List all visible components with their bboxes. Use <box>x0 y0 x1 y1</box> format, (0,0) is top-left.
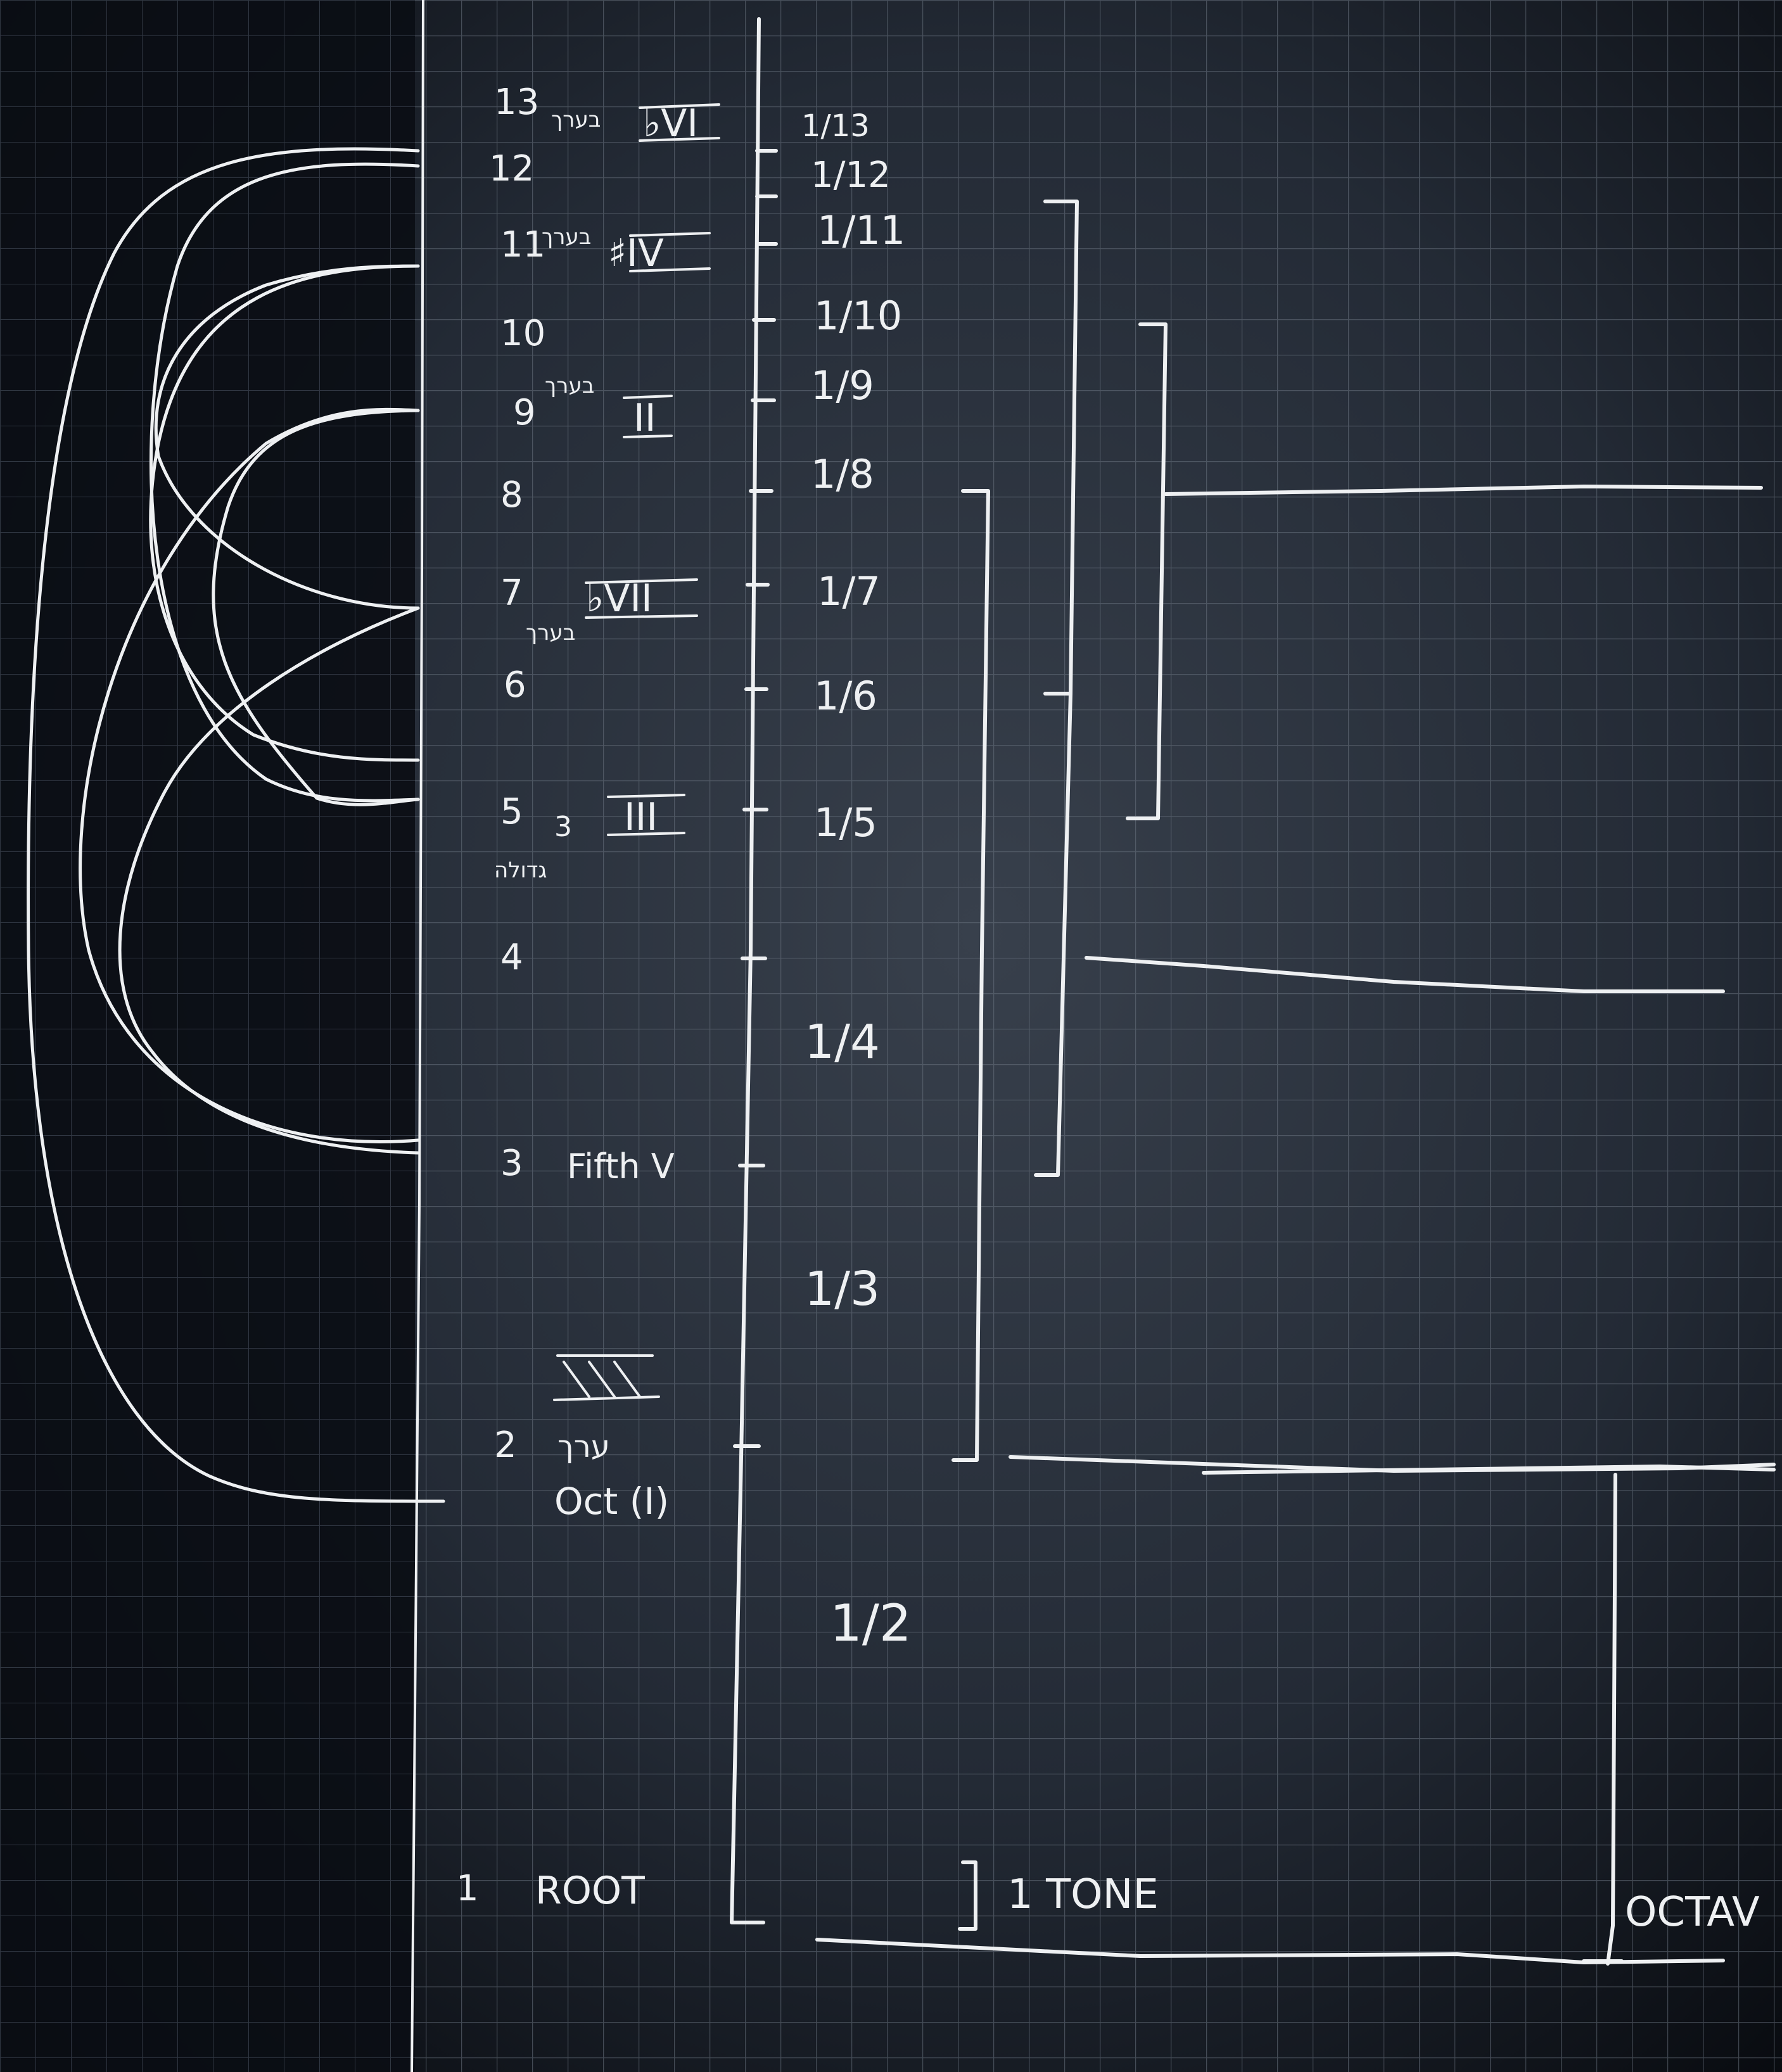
fifth-label: Fifth V <box>567 1147 675 1186</box>
roman-label-bars <box>553 103 720 1401</box>
harmonic-number-7: 7 <box>500 573 523 614</box>
harmonic-number-8: 8 <box>500 474 523 516</box>
harmonic-number-11: 11 <box>500 224 545 265</box>
roman-sharp-iv: ♯IV <box>608 231 664 276</box>
harmonic-number-12: 12 <box>489 148 534 189</box>
main-ruler <box>730 17 765 1924</box>
roman-iii: III <box>624 795 658 839</box>
harmonic-numbers: 13 12 11 10 9 8 7 6 5 4 3 2 1 <box>456 82 545 1909</box>
ruler-ticks <box>733 149 778 1448</box>
board-grid <box>415 0 1782 2072</box>
hebrew-note-5: גדולה <box>494 858 547 883</box>
hebrew-note-11: בערך <box>542 224 591 250</box>
hebrew-annotations: בערך בערך בערך בערך גדולה 3 ערך <box>494 107 610 1465</box>
fraction-1-12: 1/12 <box>811 155 891 196</box>
fraction-1-6: 1/6 <box>814 673 877 719</box>
harmonic-number-13: 13 <box>494 82 539 123</box>
harmonic-number-6: 6 <box>504 664 526 706</box>
hebrew-note-9: בערך <box>545 373 594 398</box>
octave-short-label: Oct (I) <box>554 1480 669 1523</box>
harmonic-number-5: 5 <box>500 791 523 832</box>
roman-ii: II <box>633 396 656 440</box>
fraction-1-9: 1/9 <box>811 362 874 409</box>
hebrew-note-13: בערך <box>551 107 601 132</box>
fraction-1-4: 1/4 <box>805 1015 880 1069</box>
roman-labels: ♭VI ♯IV II ♭VII III Fifth V Oct (I) ROOT <box>535 101 698 1913</box>
root-label: ROOT <box>535 1869 645 1913</box>
third-marker: 3 <box>554 811 572 843</box>
range-brackets <box>815 200 1776 1966</box>
fraction-1-13: 1/13 <box>801 108 870 144</box>
harmonic-number-4: 4 <box>500 937 523 978</box>
harmonic-number-10: 10 <box>500 313 545 354</box>
harmonic-number-3: 3 <box>500 1143 523 1184</box>
fraction-1-11: 1/11 <box>817 207 905 253</box>
octave-label: OCTAV <box>1625 1889 1760 1936</box>
one-tone-label: 1 TONE <box>1007 1871 1159 1918</box>
connection-arcs <box>27 147 445 1503</box>
fraction-1-10: 1/10 <box>814 293 902 339</box>
scribble-note: ערך <box>557 1429 610 1465</box>
harmonic-number-9: 9 <box>513 392 536 433</box>
fraction-1-7: 1/7 <box>817 568 881 614</box>
fraction-labels: 1/13 1/12 1/11 1/10 1/9 1/8 1/7 1/6 1/5 … <box>801 108 912 1653</box>
harmonic-number-1: 1 <box>456 1868 479 1909</box>
fraction-1-5: 1/5 <box>814 799 877 846</box>
fraction-1-3: 1/3 <box>805 1262 880 1316</box>
fraction-1-8: 1/8 <box>811 451 874 497</box>
roman-flat-vii: ♭VII <box>586 576 652 621</box>
left-panel-grid <box>0 0 415 2072</box>
hebrew-note-7: בערך <box>526 620 575 645</box>
harmonic-number-2: 2 <box>494 1425 517 1466</box>
fraction-1-2: 1/2 <box>830 1594 912 1653</box>
page-edge <box>410 0 424 2072</box>
